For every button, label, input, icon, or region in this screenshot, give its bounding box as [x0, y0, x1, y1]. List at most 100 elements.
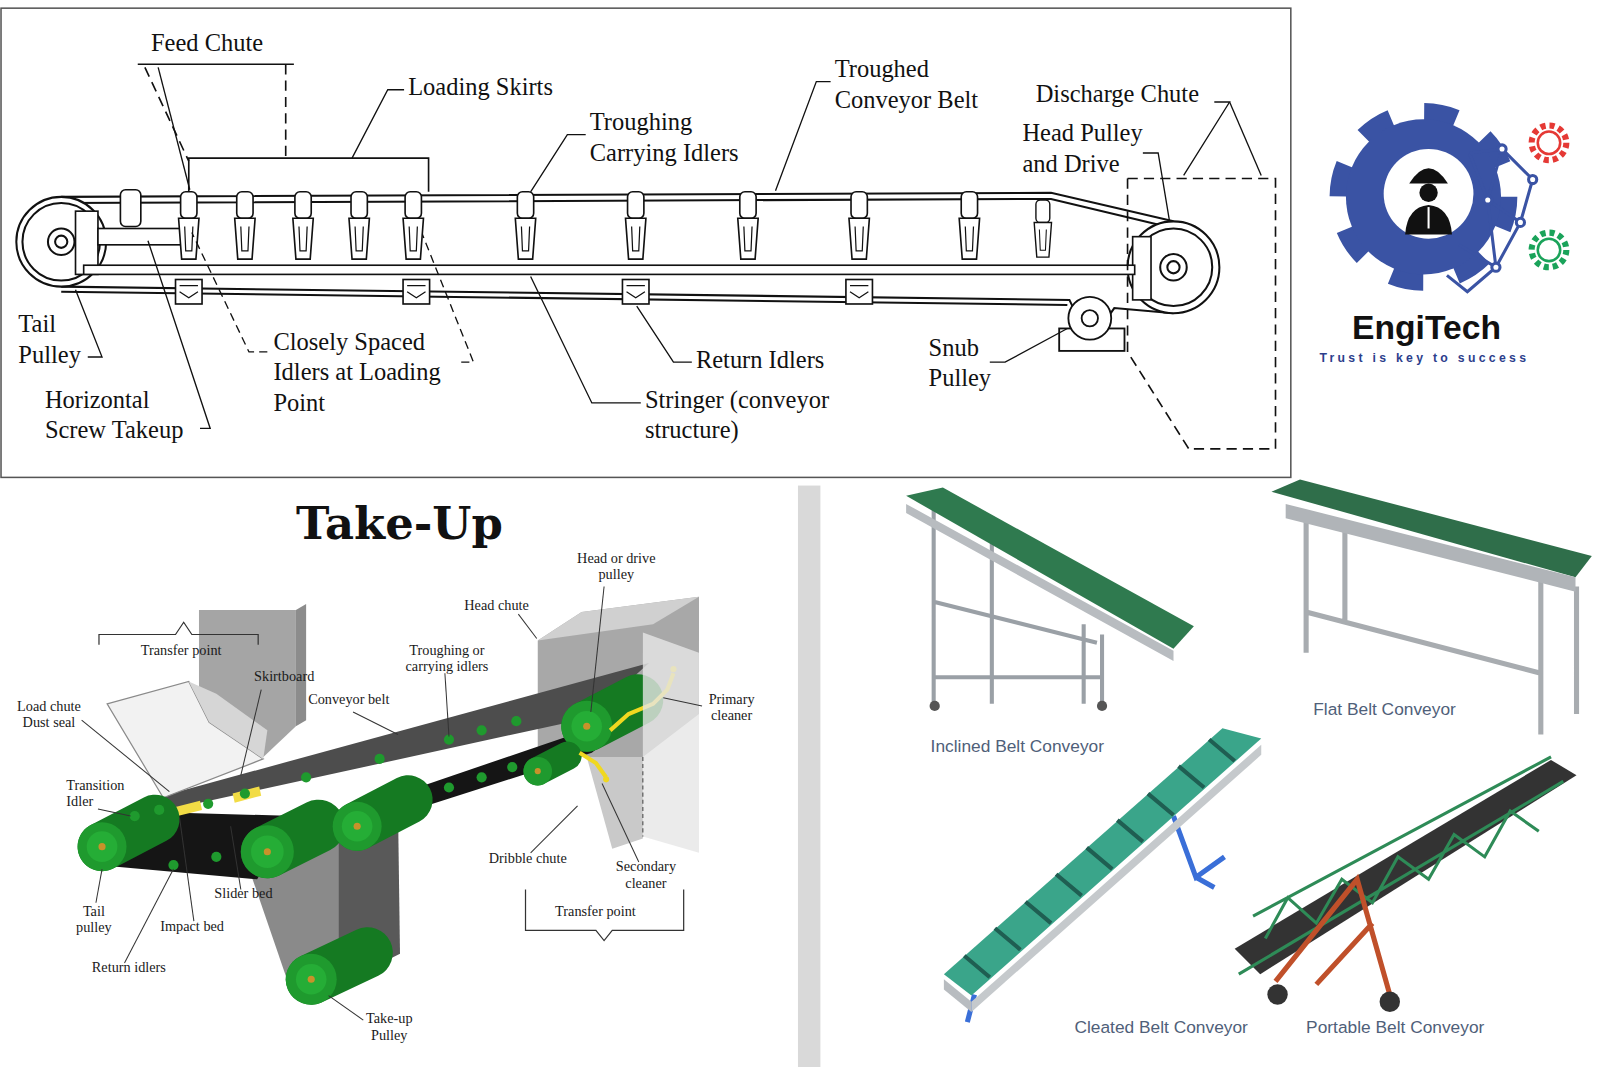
leader-line: [637, 306, 692, 362]
pulley: [87, 831, 118, 862]
top-panel: [1, 8, 1291, 477]
troughing-idlers: [349, 192, 369, 259]
takeup-panel: [0, 486, 820, 1067]
return-idlers: [846, 280, 873, 304]
idler-roll: [168, 860, 178, 870]
part-label: Head Pulley and Drive: [1022, 118, 1155, 179]
part-label: Head or drive pulley: [572, 550, 660, 583]
snub-pulley: [1068, 297, 1111, 340]
part-label: Head chute: [464, 597, 529, 613]
leader-line: [241, 690, 261, 776]
pulley: [286, 954, 337, 1005]
logo-network: [1447, 149, 1533, 292]
logo-gear: [1339, 112, 1508, 281]
troughing-idlers: [959, 192, 979, 259]
part-label: Return Idlers: [696, 345, 824, 376]
pulley: [583, 723, 590, 730]
part-label: Feed Chute: [151, 28, 263, 59]
troughing-idlers: [235, 192, 255, 259]
idler-roll: [477, 772, 487, 782]
logo-network: [1516, 218, 1524, 226]
idler-roll: [301, 772, 311, 782]
inclined-conveyor: [930, 701, 940, 711]
screw-takeup: [120, 190, 140, 227]
conveyor-belt: [61, 287, 1173, 325]
pulley: [354, 823, 361, 830]
part-label: Dribble chute: [489, 850, 567, 866]
part-label: Impact bed: [160, 918, 224, 934]
part-label: Troughing Carrying Idlers: [590, 107, 753, 168]
pulley: [264, 848, 271, 855]
leader-line: [353, 712, 398, 734]
idler-roll: [211, 852, 221, 862]
cleated-conveyor: [944, 728, 1261, 1022]
logo-gear: [1428, 207, 1430, 228]
conveyor-belt: [61, 193, 1173, 222]
troughing-idlers: [738, 192, 758, 259]
loading-skirts: [189, 158, 429, 192]
flat-conveyor: [1271, 479, 1591, 577]
leader-line: [990, 328, 1068, 362]
return-belt: [97, 812, 296, 879]
photo-caption: Flat Belt Conveyor: [1313, 699, 1456, 720]
head-pulley: [1128, 221, 1220, 313]
feed-chute: [145, 67, 189, 161]
flat-conveyor: [1271, 479, 1591, 734]
snub-pulley: [1059, 297, 1124, 351]
snub-pulley: [1082, 310, 1098, 326]
leader-line: [531, 276, 641, 402]
logo-network: [1492, 263, 1500, 271]
leader-line: [422, 235, 473, 363]
conveyor-belt: [61, 193, 1173, 325]
head-chute-back: [538, 597, 699, 641]
portable-conveyor: [1235, 757, 1577, 1012]
return-idlers: [176, 280, 873, 304]
logo-gear: [1409, 168, 1448, 183]
idler-roll: [444, 782, 454, 792]
leader-line: [445, 673, 449, 736]
idler-roll: [511, 716, 521, 726]
idler-roll: [240, 789, 250, 799]
logo-network: [1529, 175, 1537, 183]
leader-line: [231, 826, 241, 889]
troughing-idlers: [179, 192, 1052, 259]
portable-conveyor: [1235, 760, 1577, 974]
return-idlers: [176, 280, 203, 304]
stringer: [84, 265, 1135, 274]
feed-chute: [285, 64, 287, 158]
part-label: Return idlers: [92, 959, 166, 975]
leader-line: [124, 869, 173, 963]
leader-line: [531, 135, 586, 192]
leader-line: [76, 67, 1262, 428]
leader-line: [329, 996, 364, 1020]
bracket-label: Transfer point: [555, 903, 636, 919]
leader-line: [518, 614, 536, 638]
stringer: [84, 265, 1135, 274]
takeup-panel: [0, 488, 798, 1067]
idler-roll: [154, 805, 164, 815]
portable-conveyor: [1267, 984, 1287, 1004]
belt-cleaner: [580, 753, 607, 777]
discharge-chute: [1128, 179, 1189, 449]
troughing-idlers: [179, 192, 199, 259]
logo-small-gear: [1538, 132, 1560, 154]
part-label: Tail pulley: [71, 903, 116, 936]
screw-takeup: [76, 190, 196, 275]
logo-gear: [1384, 149, 1474, 239]
leader-line: [82, 587, 702, 1021]
head-chute-front: [643, 632, 699, 852]
head-chute-front: [643, 632, 699, 852]
bracket: [99, 622, 684, 940]
pulley: [308, 976, 315, 983]
cleated-conveyor: [964, 740, 1234, 978]
leader-line: [602, 783, 639, 862]
part-label: Secondary cleaner: [609, 858, 682, 891]
bracket-label: Transfer point: [141, 642, 222, 658]
logo-small-gear: [1532, 125, 1567, 160]
logo-gear: [1419, 184, 1437, 202]
troughing-idlers: [626, 192, 646, 259]
head-pulley: [1160, 254, 1187, 281]
portable-conveyor: [1380, 992, 1400, 1012]
